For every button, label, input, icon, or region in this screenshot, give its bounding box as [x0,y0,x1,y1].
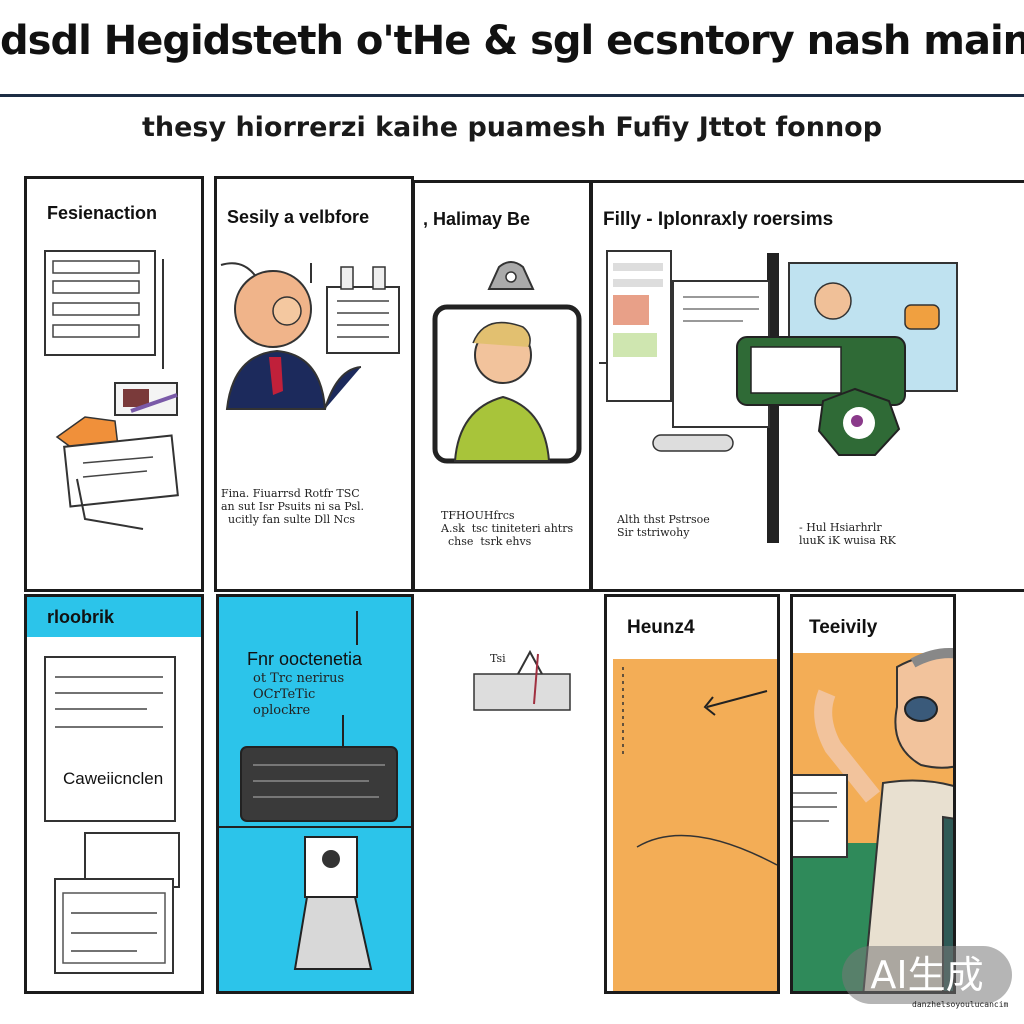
panel-7: Tsi [414,594,592,994]
ai-generated-badge: AI生成 [842,946,1012,1004]
panel-2-caption: Fina. Fiuarrsd Rotfr TSC an sut Isr Psui… [221,487,365,526]
panel-4: Filly - Iplonraxly roersims Alth thst Ps… [590,180,1024,592]
panel-2: Sesily a velbfore Fina. Fiuarrsd Rotfr T… [214,176,414,592]
document-stack-illustration [44,250,179,530]
terminal-screen-illustration [219,611,411,970]
office-workflow-illustration [599,250,958,543]
panel-3-caption: TFHOUHfrcs A.sk tsc tiniteteri ahtrs chs… [441,509,574,548]
panel-1: Fesienaction [24,176,204,592]
panel-4-title: Filly - Iplonraxly roersims [603,209,834,230]
businessman-illustration [220,262,400,410]
panel-1-title: Fesienaction [47,203,158,223]
panel-6-title: Fnr ooctenetia [247,649,363,669]
page-title: dsdl Hegidsteth o'tHe & sgl ecsntory nas… [0,18,1024,64]
sketch-arrow-illustration [613,659,777,991]
panel-4-caption-left: Alth thst Pstrsoe Sir tstriwohy [617,513,710,539]
paperwork-illustration [44,656,180,974]
panel-7-label: Tsi [490,652,506,665]
panel-4-caption-right: - Hul Hsiarhrlr luuK iK wuisa RK [799,521,896,547]
panel-6-subtext: ot Trc nerirus OCrTeTic oplockre [253,671,345,718]
page-subtitle: thesy hiorrerzi kaihe puamesh Fufiy Jtto… [141,112,883,143]
panel-8: Heunz4 [604,594,780,994]
panel-5-list-heading: Caweiicnclen [63,769,164,788]
panel-9: Teeivily [790,594,956,994]
panel-9-title: Teeivily [809,617,878,638]
panel-5: rloobrik Caweiicnclen [24,594,204,994]
panel-2-title: Sesily a velbfore [227,207,370,227]
panel-3-title: , Halimay Be [423,209,531,229]
panel-5-header-band [27,597,201,637]
panel-5-title: rloobrik [47,607,115,627]
panel-8-title: Heunz4 [627,617,695,638]
presenter-illustration [793,648,953,991]
watermark-url: danzhelsoyoulucancim [912,1000,1009,1009]
folder-sketch-illustration [473,649,571,711]
panel-3: , Halimay Be TFHOUHfrcs A.sk tsc tinitet… [412,180,592,592]
panel-6: Fnr ooctenetia ot Trc nerirus OCrTeTic o… [216,594,414,994]
framed-portrait-illustration [432,261,582,464]
header-divider [0,94,1024,97]
